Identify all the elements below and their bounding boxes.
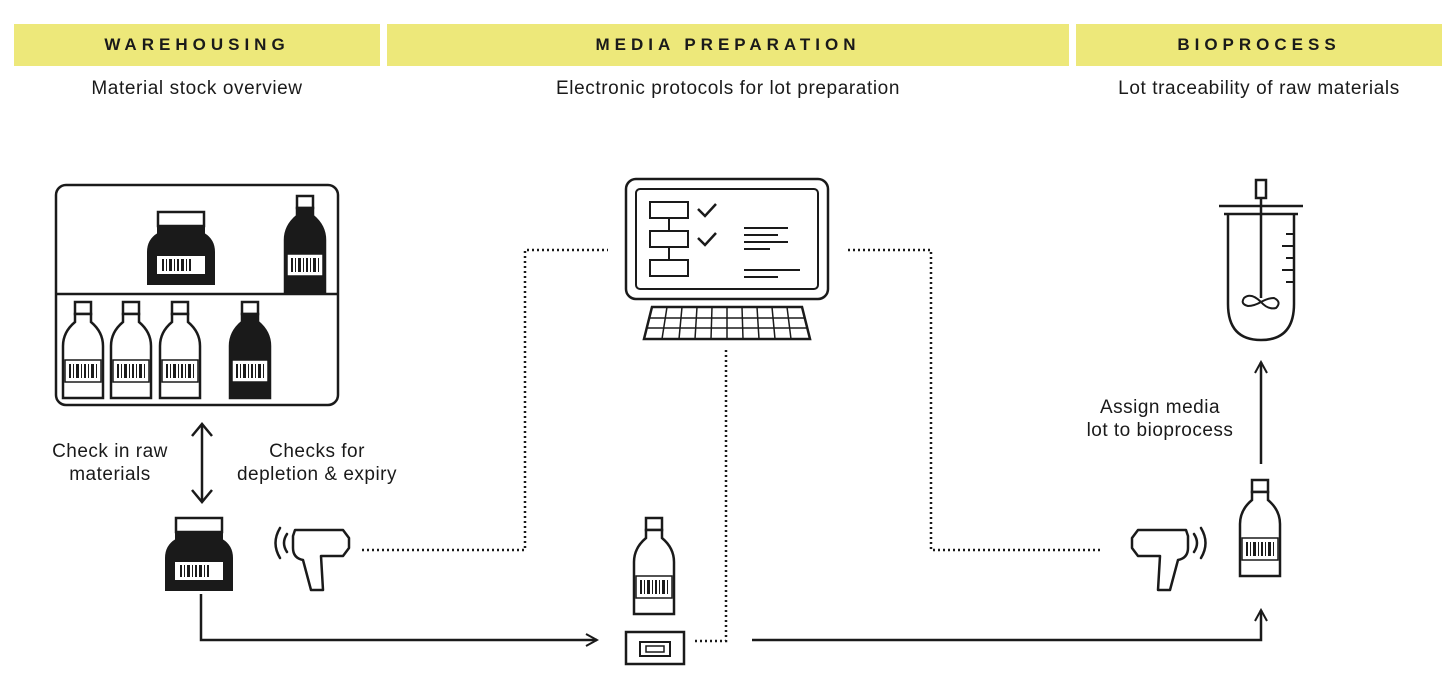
warehouse-shelf-icon <box>54 183 340 407</box>
barcode-scanner-icon <box>1130 526 1207 592</box>
checks-depletion-label: Checks for depletion & expiry <box>236 441 398 485</box>
computer-monitor-icon <box>624 177 830 341</box>
assign-media-label: Assign media lot to bioprocess <box>1086 397 1234 441</box>
media-bottle-icon <box>634 518 674 614</box>
section-subtitle: Lot traceability of raw materials <box>1118 78 1400 99</box>
barcode-scanner-icon <box>274 526 351 592</box>
section-header-bioprocess: BIOPROCESS <box>1076 24 1442 66</box>
section-header-warehousing: WAREHOUSING <box>14 24 380 66</box>
bioreactor-icon <box>1219 178 1303 342</box>
section-title: MEDIA PREPARATION <box>595 35 861 54</box>
section-subtitle: Material stock overview <box>91 78 303 99</box>
material-jar-icon <box>166 518 232 590</box>
flow-arrow-to-scale <box>199 594 597 640</box>
section-title: WAREHOUSING <box>104 35 290 54</box>
dotted-connector-left <box>362 248 608 552</box>
section-title: BIOPROCESS <box>1177 35 1341 54</box>
flow-arrow-to-bioprocess <box>752 610 1261 642</box>
dotted-connector-right <box>848 248 1100 552</box>
section-subtitle: Electronic protocols for lot preparation <box>556 78 900 99</box>
section-header-media-preparation: MEDIA PREPARATION <box>387 24 1069 66</box>
check-in-label: Check in raw materials <box>52 441 168 485</box>
check-in-double-arrow <box>191 422 213 504</box>
dotted-connector-center <box>694 350 728 643</box>
media-bottle-icon <box>1240 480 1280 576</box>
scale-icon <box>624 630 686 666</box>
